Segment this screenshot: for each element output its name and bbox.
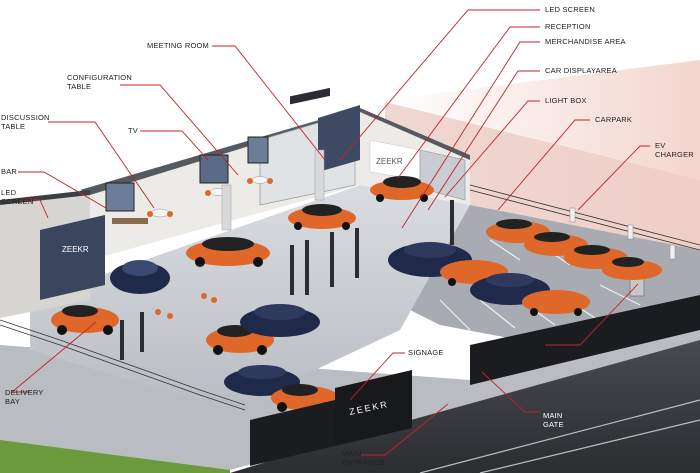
label-meeting-room: MEETING ROOM [147, 41, 209, 50]
wall-brand-text: ZEEKR [376, 157, 403, 166]
discussion-table-screen [105, 182, 135, 212]
tall-wall-right [385, 102, 700, 260]
label-configuration-table: CONFIGURATION TABLE [67, 73, 132, 91]
left-wall-top [0, 190, 90, 205]
led-screen-back [318, 105, 360, 172]
label-delivery-bay: DELIVERY BAY [5, 388, 44, 406]
cars [51, 176, 662, 412]
label-light-box: LIGHT BOX [545, 96, 587, 105]
left-wall-brand-text: ZEEKR [62, 245, 89, 254]
tv-screen [199, 154, 229, 184]
perimeter-fence [0, 184, 700, 411]
furniture [112, 176, 273, 319]
car-display-1 [186, 237, 270, 267]
ev-chargers [569, 207, 676, 260]
label-main-entrance: MAIN ENTRANCE [342, 449, 385, 467]
label-signage: SIGNAGE [408, 348, 444, 357]
car-navy-lift [110, 260, 170, 294]
road-markings [419, 399, 700, 473]
label-pylon: PYLON [547, 344, 574, 353]
car-park-2 [522, 290, 590, 316]
perimeter-wall-left [250, 400, 335, 466]
label-tv: TV [128, 126, 138, 135]
car-display-2 [288, 204, 356, 230]
leader-lines [10, 9, 650, 456]
label-led-screen-left: LED SCREEN [1, 188, 34, 206]
pillars [221, 149, 325, 231]
led-screen-left [40, 215, 105, 300]
car-front-van [240, 304, 320, 337]
meeting-room-table [290, 87, 330, 105]
label-reception: RECEPTION [545, 22, 591, 31]
label-led-screen-top: LED SCREEN [545, 5, 595, 14]
label-main-gate: MAIN GATE [543, 411, 564, 429]
glass-posts [120, 200, 454, 360]
label-bar: BAR [1, 167, 18, 176]
configuration-screen [247, 136, 269, 164]
label-discussion-table: DISCUSSION TABLE [1, 113, 50, 131]
car-park-6 [602, 257, 662, 280]
car-front-2 [224, 365, 300, 396]
signage-wall [335, 370, 412, 446]
car-park-4 [524, 232, 588, 256]
label-ev-charger: EV CHARGER [655, 141, 694, 159]
car-delivery [51, 305, 119, 335]
label-car-display-area: CAR DISPLAYAREA [545, 66, 617, 75]
label-merchandise-area: MERCHANDISE AREA [545, 37, 626, 46]
showroom-floor [30, 185, 470, 410]
label-carpark: CARPARK [595, 115, 633, 124]
